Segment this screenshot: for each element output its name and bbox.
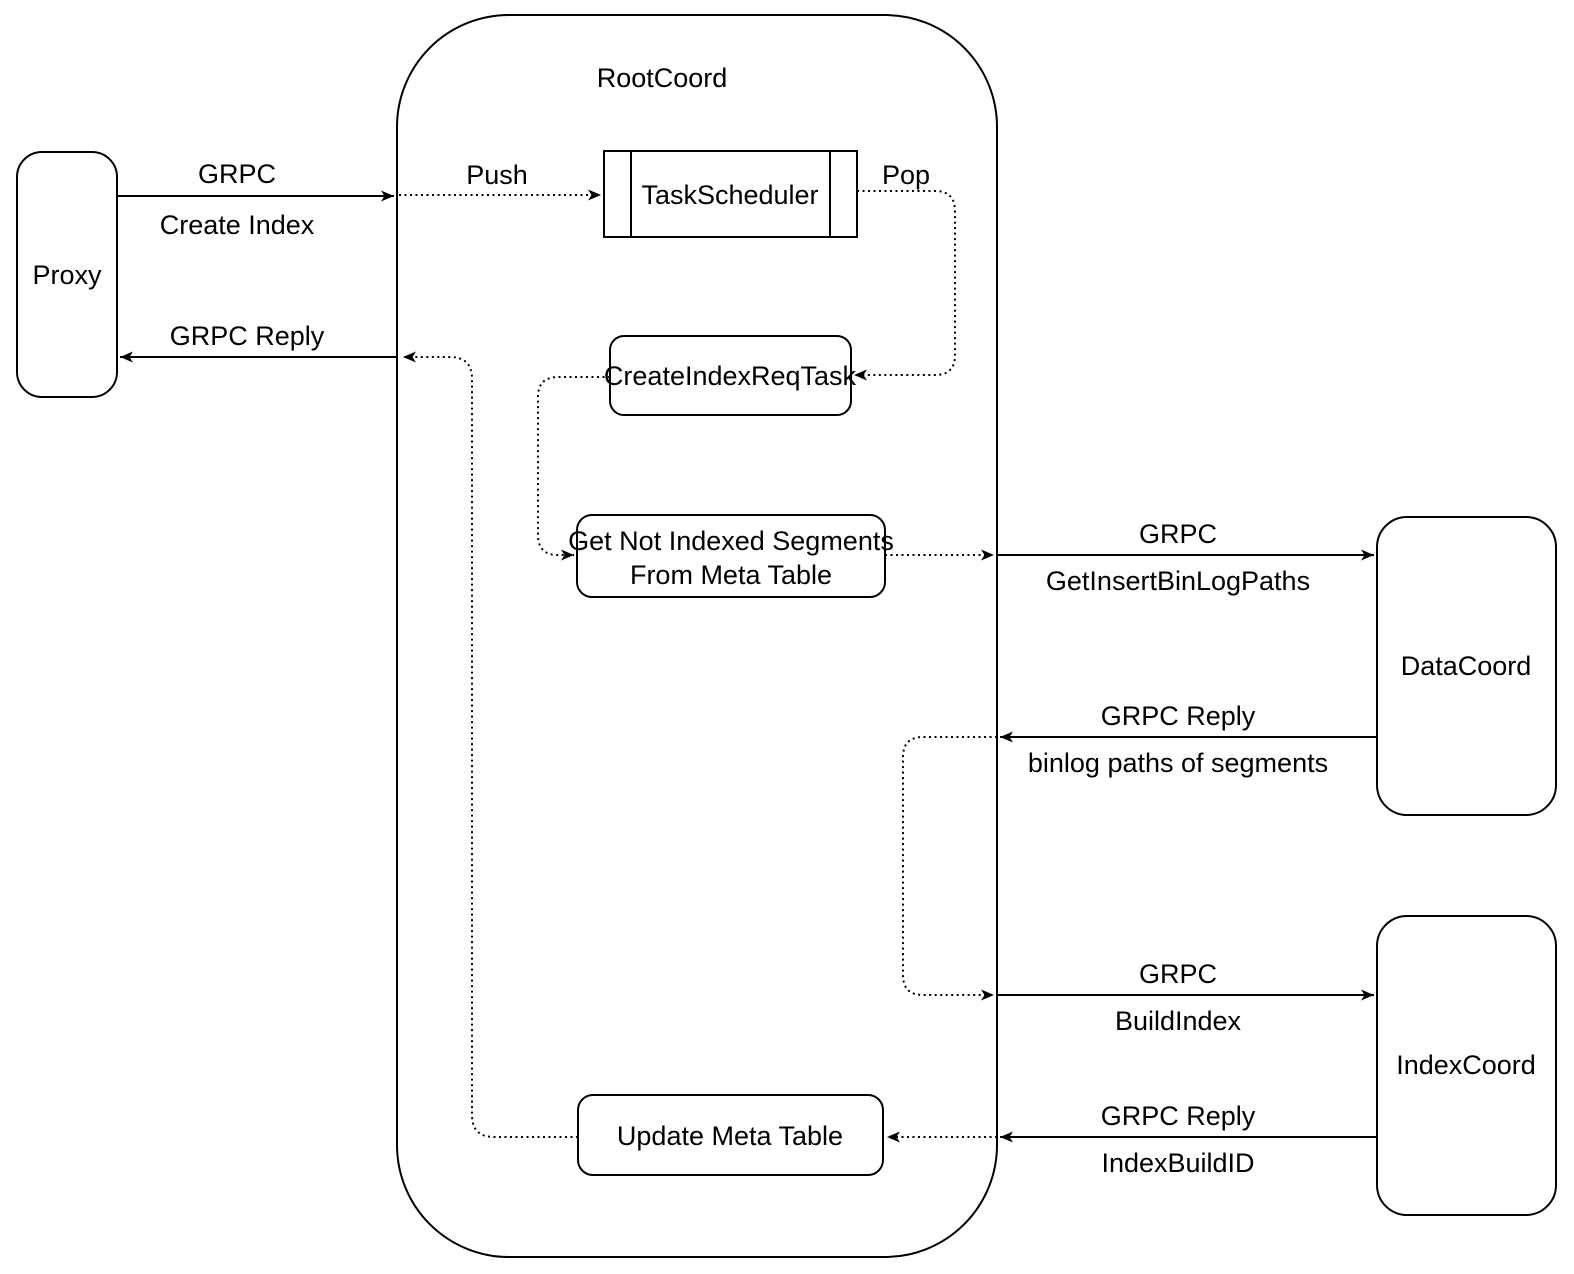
edge-updatemetatable-to-grpcreply <box>403 351 578 1138</box>
update-meta-table-label: Update Meta Table <box>617 1121 843 1151</box>
createindexreqtask-node: CreateIndexReqTask <box>604 335 857 416</box>
edge-grpc-reply-indexbuildid-arrow: GRPC Reply IndexBuildID <box>1000 1101 1377 1178</box>
createindexreqtask-label: CreateIndexReqTask <box>604 361 857 391</box>
label-reply-binlogpaths-protocol: GRPC Reply <box>1101 701 1256 731</box>
proxy-label: Proxy <box>32 260 102 290</box>
update-meta-table-box <box>577 1094 884 1176</box>
label-pop: Pop <box>882 160 930 190</box>
edge-grpc-create-index-arrow: GRPC Create Index <box>117 159 394 240</box>
createindexreqtask-box <box>609 335 852 416</box>
indexcoord-label: IndexCoord <box>1396 1050 1536 1080</box>
get-not-indexed-segments-label-line1: Get Not Indexed Segments <box>568 526 894 556</box>
proxy-node: Proxy <box>16 151 118 398</box>
indexcoord-box <box>1376 915 1557 1216</box>
label-buildindex-method: BuildIndex <box>1115 1006 1242 1036</box>
datacoord-label: DataCoord <box>1401 651 1532 681</box>
label-grpc-create-index-method: Create Index <box>160 210 315 240</box>
edge-push-arrow: Push <box>399 160 601 201</box>
taskscheduler-label: TaskScheduler <box>641 180 818 210</box>
datacoord-node: DataCoord <box>1376 516 1557 816</box>
edge-pop-arrow: Pop <box>854 160 956 381</box>
edge-binlogreply-to-buildindex-line <box>902 736 997 1001</box>
update-meta-table-node: Update Meta Table <box>577 1094 884 1176</box>
label-reply-indexbuildid-protocol: GRPC Reply <box>1101 1101 1256 1131</box>
label-buildindex-protocol: GRPC <box>1139 959 1217 989</box>
rootcoord-border <box>396 14 998 1258</box>
taskscheduler-box <box>603 150 858 238</box>
edge-grpc-reply-binlogpaths-arrow: GRPC Reply binlog paths of segments <box>1000 701 1377 778</box>
label-reply-binlogpaths-payload: binlog paths of segments <box>1028 748 1328 778</box>
taskscheduler-node: TaskScheduler <box>603 150 858 238</box>
indexcoord-node: IndexCoord <box>1376 915 1557 1216</box>
edge-grpc-reply-to-proxy-arrow: GRPC Reply <box>120 321 397 363</box>
edge-binlogreply-to-buildindex-connector <box>902 736 997 1001</box>
label-grpc-reply-to-proxy: GRPC Reply <box>170 321 325 351</box>
rootcoord-container: RootCoord <box>396 14 998 1258</box>
datacoord-box <box>1376 516 1557 816</box>
edge-pop-line <box>854 190 956 381</box>
label-grpc-create-index-protocol: GRPC <box>198 159 276 189</box>
edge-grpc-getinsertbinlogpaths-arrow: GRPC GetInsertBinLogPaths <box>997 519 1374 596</box>
rootcoord-label: RootCoord <box>597 63 728 93</box>
edge-updatemetatable-to-grpcreply-line <box>403 351 578 1138</box>
label-reply-indexbuildid-payload: IndexBuildID <box>1101 1148 1254 1178</box>
get-not-indexed-segments-node: Get Not Indexed Segments From Meta Table <box>568 514 894 598</box>
label-push: Push <box>466 160 528 190</box>
label-getinsertbinlogpaths-method: GetInsertBinLogPaths <box>1046 566 1310 596</box>
get-not-indexed-segments-box <box>576 514 886 598</box>
edge-grpc-buildindex-arrow: GRPC BuildIndex <box>997 959 1374 1036</box>
proxy-box <box>16 151 118 398</box>
label-getinsertbinlogpaths-protocol: GRPC <box>1139 519 1217 549</box>
get-not-indexed-segments-label-line2: From Meta Table <box>630 560 832 590</box>
